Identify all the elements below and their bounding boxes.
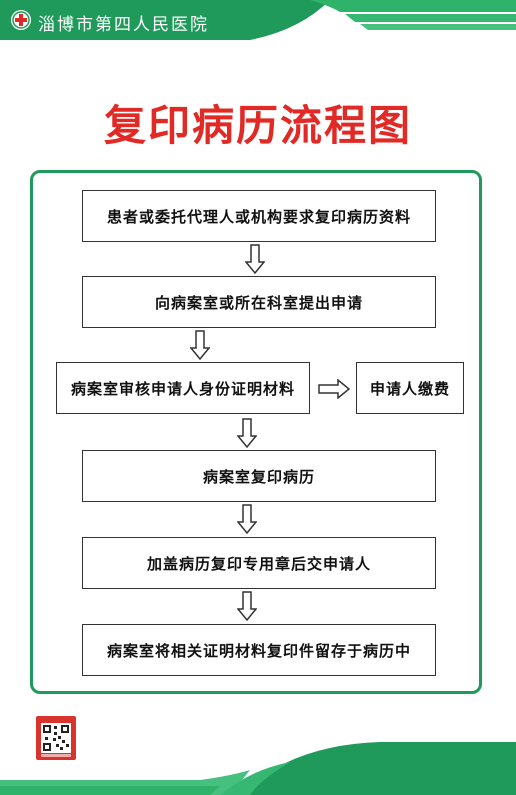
down-arrow-icon [190, 330, 210, 360]
down-arrow-icon [237, 418, 257, 448]
down-arrow-icon [237, 591, 257, 621]
footer-band-shape [0, 742, 516, 795]
right-arrow-icon [318, 379, 350, 399]
page-title: 复印病历流程图 [103, 101, 412, 150]
hospital-name: 淄博市第四人民医院 [38, 15, 209, 35]
step-2-box: 向病案室或所在科室提出申请 [82, 276, 436, 328]
step-3b-box: 申请人缴费 [356, 362, 464, 414]
step-3-box: 病案室审核申请人身份证明材料 [56, 362, 310, 414]
step-4-box: 病案室复印病历 [82, 450, 436, 502]
header-shape [0, 0, 516, 40]
flowchart-frame [30, 170, 482, 694]
header-band: 淄博市第四人民医院 [0, 0, 516, 46]
qr-code-icon [36, 716, 76, 760]
down-arrow-icon [245, 244, 265, 274]
step-5-box: 加盖病历复印专用章后交申请人 [82, 537, 436, 589]
step-1-box: 患者或委托代理人或机构要求复印病历资料 [82, 190, 436, 242]
hospital-logo-icon [10, 9, 32, 31]
down-arrow-icon [237, 504, 257, 534]
step-6-box: 病案室将相关证明材料复印件留存于病历中 [82, 624, 436, 676]
